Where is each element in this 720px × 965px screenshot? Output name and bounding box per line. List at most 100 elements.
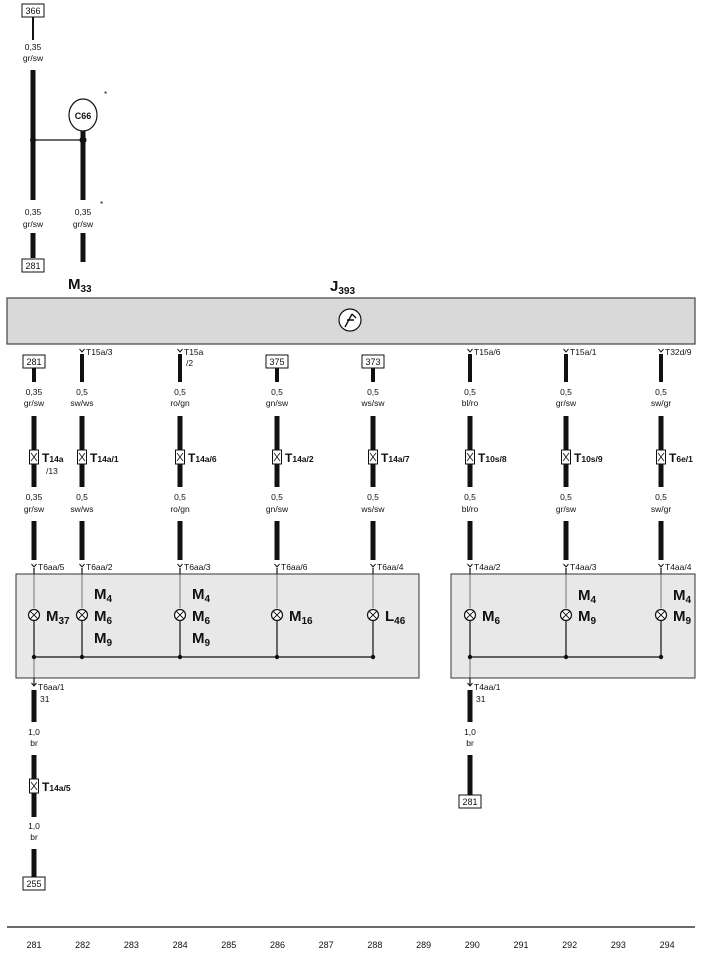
wire-size: 0,5 (271, 492, 283, 502)
connector-label: T14a/6 (188, 451, 217, 465)
grid-number: 294 (660, 940, 675, 950)
connector: T10s/9 (561, 449, 603, 465)
connector-mark (369, 452, 377, 462)
wire-color: gr/sw (23, 53, 44, 63)
pin-label: T15a/6 (474, 347, 501, 357)
wire-size: 0,5 (76, 492, 88, 502)
wire-size: 0,5 (655, 387, 667, 397)
lamp-label: M9 (578, 608, 597, 627)
wire-color: bl/ro (462, 504, 479, 514)
wire-color: gn/sw (266, 504, 289, 514)
ref-number: 281 (26, 357, 41, 367)
connector-mark (78, 452, 86, 462)
wire-color: ro/gn (170, 504, 190, 514)
wire-color: ws/sw (360, 398, 385, 408)
lamp-label: M16 (289, 608, 313, 627)
connector: T14a/5 (29, 778, 71, 794)
lamp-housing-left (15, 573, 420, 679)
lamp-label: M37 (46, 608, 70, 627)
grid-number: 284 (173, 940, 188, 950)
grid-number: 293 (611, 940, 626, 950)
connector-mark (273, 452, 281, 462)
pin-label-sub: 31 (40, 694, 50, 704)
pin-marker (658, 348, 664, 353)
pin-label: T6aa/4 (377, 562, 404, 572)
pin-label: T6aa/5 (38, 562, 65, 572)
lamp-label: M4 (578, 587, 597, 606)
lamp-cross (77, 610, 87, 620)
pin-label: T4aa/1 (474, 682, 501, 692)
grid-number: 287 (319, 940, 334, 950)
wire-color: gr/sw (23, 219, 44, 229)
pin-label: T15a (184, 347, 204, 357)
connector-sub: /13 (46, 466, 58, 476)
circuit-columns: 2810,35gr/swT14a/130,35gr/swT6aa/5T15a/3… (22, 347, 693, 608)
pin-label: T4aa/2 (474, 562, 501, 572)
grid-number: 288 (367, 940, 382, 950)
connector-mark (176, 452, 184, 462)
pin-marker (274, 563, 280, 568)
wire-size: 1,0 (28, 821, 40, 831)
control-unit-label: J393 (330, 278, 355, 297)
connector-label: T10s/8 (478, 451, 507, 465)
wire-size: 0,5 (464, 387, 476, 397)
wire-color: sw/gr (651, 504, 671, 514)
ref-box (458, 794, 482, 809)
lamp-label: M6 (482, 608, 501, 627)
pin-marker (467, 348, 473, 353)
pin-marker (79, 348, 85, 353)
lamp-label: M4 (94, 586, 113, 605)
wire-color: sw/ws (70, 398, 93, 408)
pin-label: T32d/9 (665, 347, 692, 357)
lamp-cross (272, 610, 282, 620)
connector-label: T14a/1 (90, 451, 119, 465)
pin-label: T4aa/3 (570, 562, 597, 572)
pin-marker (563, 563, 569, 568)
wire-color: ro/gn (170, 398, 190, 408)
ref-number: 375 (269, 357, 284, 367)
pin-label: T6aa/1 (38, 682, 65, 692)
connector-mark (466, 452, 474, 462)
wire-color: sw/gr (651, 398, 671, 408)
ref-bottom: 281 (25, 261, 40, 271)
wire-color: gr/sw (556, 398, 577, 408)
lamp-label: M6 (192, 608, 211, 627)
wire-size: 0,35 (26, 387, 43, 397)
connector-label: T14a/2 (285, 451, 314, 465)
connector: T10s/8 (465, 449, 507, 465)
lamp-label: M9 (192, 630, 211, 649)
wire-color: ws/sw (360, 504, 385, 514)
lamp-cross (465, 610, 475, 620)
ref-number: 255 (26, 879, 41, 889)
lamp-cross (175, 610, 185, 620)
pin-label: T6aa/6 (281, 562, 308, 572)
grid-number: 289 (416, 940, 431, 950)
pin-marker (467, 682, 473, 687)
wire-color: sw/ws (70, 504, 93, 514)
pin-marker (31, 563, 37, 568)
grid-number: 285 (221, 940, 236, 950)
connector: T14a/2 (272, 449, 314, 465)
wire-color: gr/sw (73, 219, 94, 229)
lamp-label: M4 (673, 587, 692, 606)
wire-size: 0,5 (367, 492, 379, 502)
wire-color: br (30, 738, 38, 748)
pin-marker (658, 563, 664, 568)
ref-box (22, 876, 46, 891)
connector: T14a/1 (77, 449, 119, 465)
lamp-cross (368, 610, 378, 620)
lamp-label: M6 (94, 608, 113, 627)
connector-mark (657, 452, 665, 462)
grid-number: 281 (26, 940, 41, 950)
grid-number: 282 (75, 940, 90, 950)
pin-marker (177, 348, 183, 353)
lamp-cross (656, 610, 666, 620)
wire-size: 0,5 (271, 387, 283, 397)
pin-label-sub: 31 (476, 694, 486, 704)
